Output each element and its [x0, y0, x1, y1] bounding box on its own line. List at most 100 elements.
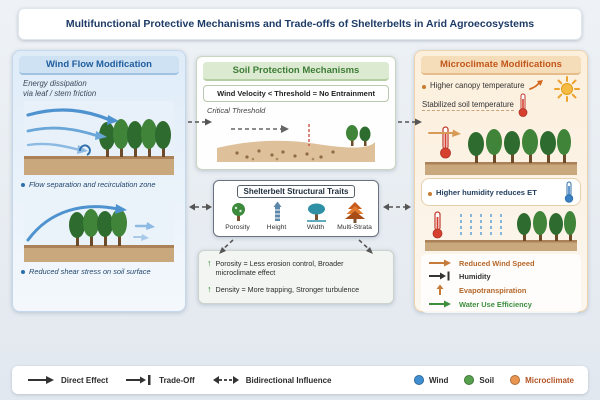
up-arrow-icon — [436, 284, 444, 295]
soil-panel-header: Soil Protection Mechanisms — [203, 62, 389, 81]
wind-flow-illustration — [24, 101, 174, 176]
micro-bullet-3: Higher humidity reduces ET — [421, 178, 581, 206]
effect-reduced-wind-speed: Reduced Wind Speed — [427, 258, 575, 268]
trait-label: Height — [266, 224, 287, 231]
legend-direct-effect: Direct Effect — [26, 375, 108, 385]
soil-dot-icon — [464, 375, 475, 385]
shelterbelt-trees-icon — [69, 209, 127, 247]
footer-legend: Direct Effect Trade-Off Bidirectional In… — [12, 366, 588, 394]
micro-panel-header: Microclimate Modifications — [421, 56, 581, 75]
legend-label: Wind — [428, 375, 449, 385]
soil-entrainment-illustration — [217, 124, 375, 162]
legend-soil: Soil — [464, 375, 494, 385]
red-thermometer-icon — [432, 211, 443, 239]
porosity-tree-icon — [231, 203, 245, 221]
page-title: Multifunctional Protective Mechanisms an… — [18, 8, 582, 40]
layered-canopy-icon — [344, 202, 365, 223]
trees-icon — [468, 129, 571, 163]
micro-bullet-1-text: Higher canopy temperature — [430, 80, 525, 90]
trait-label: Multi-Strata — [337, 224, 372, 231]
wind-caption: Energy dissipation via leaf / stem frict… — [13, 78, 185, 98]
wind-panel-header: Wind Flow Modification — [19, 56, 179, 75]
orange-arrow-icon — [429, 259, 451, 267]
up-arrow-icon: ↑ — [207, 258, 212, 269]
small-trees-icon — [346, 125, 371, 146]
legend-label: Microclimate — [525, 375, 574, 385]
microclimate-dot-icon — [510, 375, 521, 385]
trait-width: Width — [296, 201, 335, 231]
sun-icon — [554, 76, 580, 107]
wind-bullet-2: Reduced shear stress on soil surface — [13, 265, 185, 278]
red-thermometer-icon — [440, 126, 451, 159]
structural-traits-box: Shelterbelt Structural Traits Porosity — [213, 180, 379, 237]
tradeoffs-box: ↑ Porosity = Less erosion control, Broad… — [198, 250, 394, 304]
bullet-dot — [422, 84, 426, 89]
effect-humidity: Humidity — [427, 271, 575, 281]
recirculation-illustration — [24, 194, 174, 263]
humidity-illustration — [425, 211, 577, 251]
green-arrow-icon — [429, 300, 451, 308]
legend-label: Trade-Off — [159, 375, 195, 385]
micro-bullet-1: Higher canopy temperature — [415, 78, 587, 92]
wind-dot-icon — [413, 375, 424, 385]
micro-effects-list: Reduced Wind Speed Humidity Evapotranspi… — [421, 254, 581, 313]
bullet-dot — [428, 191, 432, 196]
threshold-rule: Wind Velocity < Threshold = No Entrainme… — [203, 85, 389, 102]
page-title-text: Multifunctional Protective Mechanisms an… — [65, 18, 535, 30]
soil-illustration-wrap: Critical Threshold — [197, 104, 395, 166]
traits-row: Porosity Height Width — [214, 201, 378, 231]
effect-water-use-efficiency: Water Use Efficiency — [427, 299, 575, 309]
trait-multi-strata: Multi-Strata — [335, 201, 374, 231]
wide-tree-icon — [306, 203, 326, 222]
up-right-arrow-icon — [529, 80, 544, 90]
legend-label: Bidirectional Influence — [245, 375, 332, 385]
wind-arrows-icon — [26, 108, 119, 157]
micro-bullet-3-text: Higher humidity reduces ET — [436, 187, 537, 197]
traits-title: Shelterbelt Structural Traits — [236, 185, 356, 198]
effect-label: Humidity — [459, 271, 491, 281]
bullet-dot — [21, 183, 25, 188]
height-ruler-icon — [273, 201, 281, 221]
shelterbelt-trees-icon — [99, 119, 171, 158]
effect-label: Evapotranspiration — [459, 285, 527, 295]
trade-off-symbol-icon — [126, 375, 151, 385]
blue-thermometer-icon — [564, 181, 574, 203]
tradeoff-text: Porosity = Less erosion control, Broader… — [215, 259, 344, 278]
trait-porosity: Porosity — [218, 201, 257, 231]
wind-caption-line1: Energy dissipation — [23, 79, 87, 88]
tradeoff-row-density: ↑ Density = More trapping, Stronger turb… — [207, 284, 385, 295]
trees-icon — [517, 211, 576, 241]
tradeoff-text: Density = More trapping, Stronger turbul… — [215, 285, 360, 295]
effect-evapotranspiration: Evapotranspiration — [427, 284, 575, 296]
legend-wind: Wind — [413, 375, 449, 385]
wind-caption-line2: via leaf / stem friction — [23, 88, 97, 98]
trait-height: Height — [257, 201, 296, 231]
humidity-lines-icon — [460, 214, 502, 238]
up-arrow-icon: ↑ — [207, 284, 212, 295]
red-thermometer-icon — [518, 93, 528, 117]
canopy-temperature-illustration — [425, 126, 577, 175]
trait-label: Porosity — [225, 224, 250, 231]
critical-threshold-label: Critical Threshold — [207, 106, 266, 115]
tradeoff-arrow-icon — [429, 271, 450, 281]
wind-bullet-2-text: Reduced shear stress on soil surface — [29, 267, 151, 277]
microclimate-panel: Microclimate Modifications Higher canopy… — [414, 50, 588, 313]
effect-label: Reduced Wind Speed — [459, 258, 535, 268]
soil-particles-icon — [235, 149, 335, 161]
bidirectional-arrow-icon — [212, 376, 239, 384]
overflow-wind-arrow-icon — [26, 204, 155, 242]
legend-microclimate: Microclimate — [510, 375, 574, 385]
micro-bullet-2: Stabilized soil temperature — [415, 92, 587, 118]
legend-bidirectional: Bidirectional Influence — [211, 375, 332, 385]
effect-label: Water Use Efficiency — [459, 299, 532, 309]
legend-trade-off: Trade-Off — [124, 375, 195, 385]
wind-bullet-1-text: Flow separation and recirculation zone — [29, 180, 156, 190]
legend-label: Soil — [479, 375, 495, 385]
direct-effect-arrow-icon — [28, 376, 54, 384]
micro-bullet-2-text: Stabilized soil temperature — [422, 99, 514, 111]
wind-bullet-1: Flow separation and recirculation zone — [13, 178, 185, 191]
tradeoff-row-porosity: ↑ Porosity = Less erosion control, Broad… — [207, 258, 385, 278]
wind-panel: Wind Flow Modification Energy dissipatio… — [12, 50, 186, 312]
legend-label: Direct Effect — [61, 375, 109, 385]
